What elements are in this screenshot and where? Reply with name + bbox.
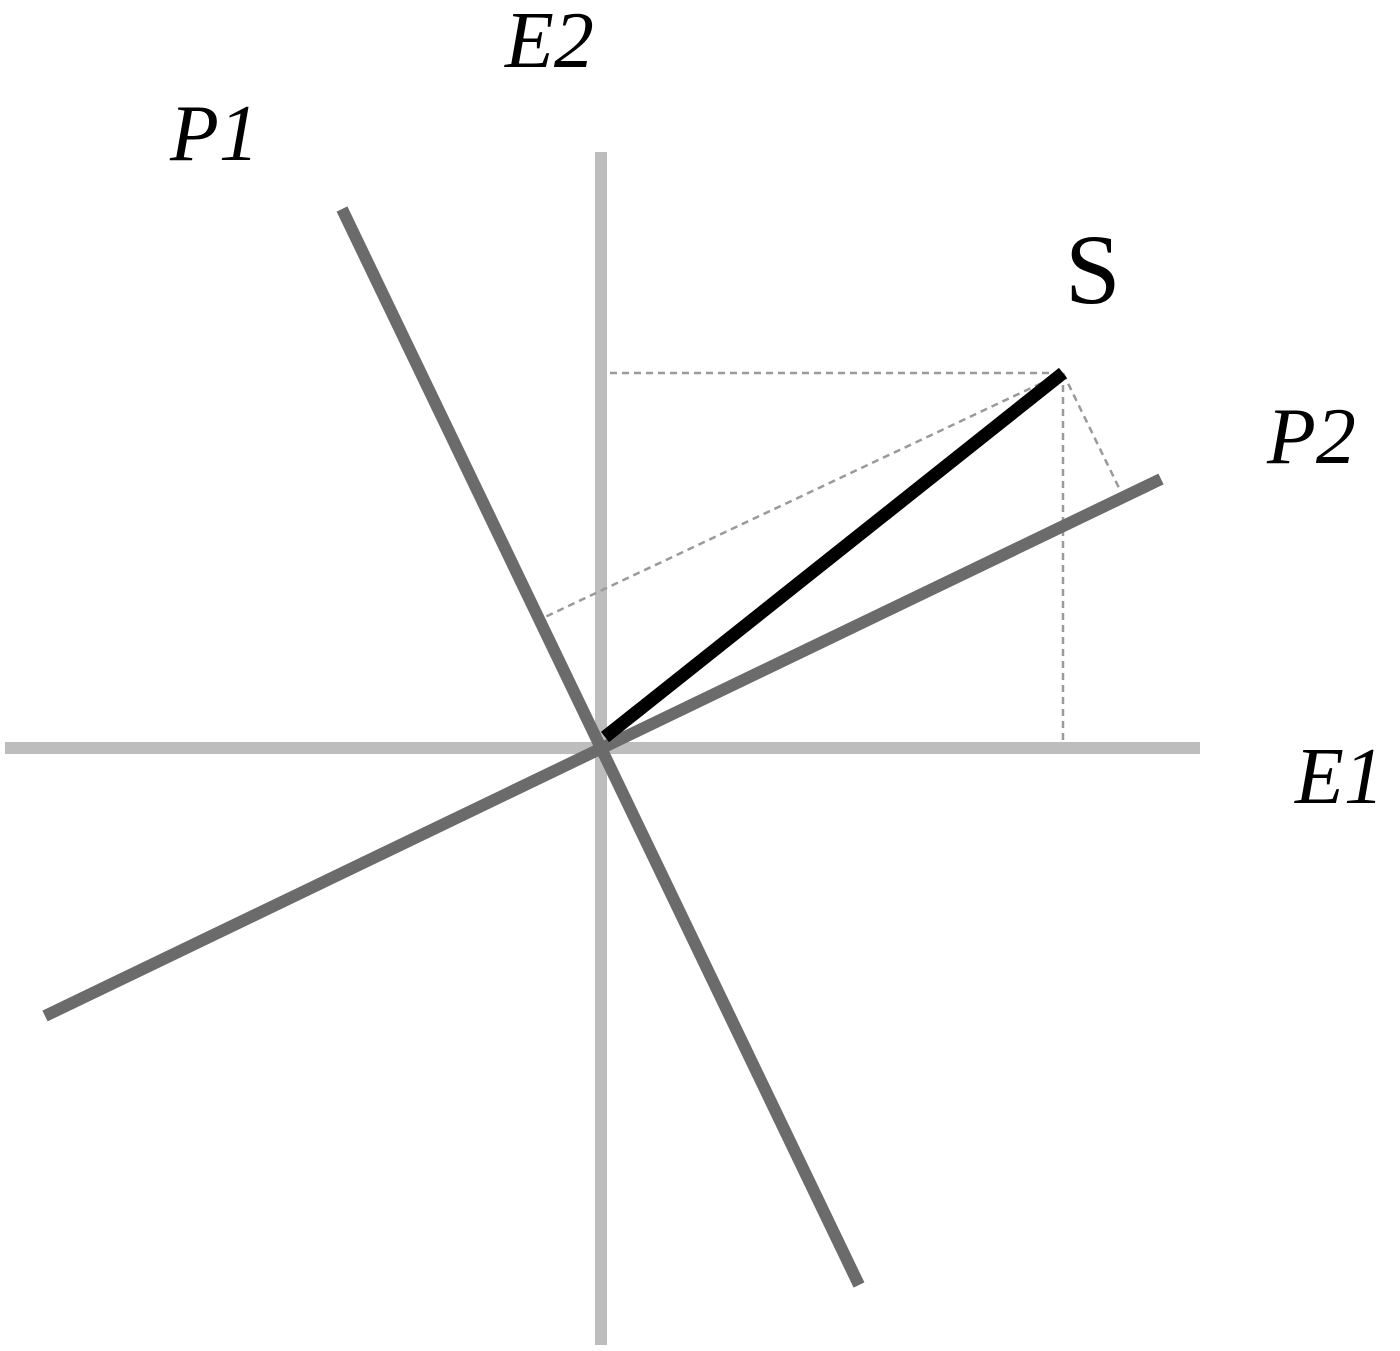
signal-vector-s xyxy=(600,367,1068,743)
label-e2: E2 xyxy=(504,0,594,85)
projection-to-p2 xyxy=(1061,372,1122,491)
axis-p2 xyxy=(42,473,1164,1022)
label-e1: E1 xyxy=(1294,733,1384,821)
label-s: S xyxy=(1065,214,1121,325)
label-p2: P2 xyxy=(1266,393,1356,481)
label-p1: P1 xyxy=(169,90,259,178)
